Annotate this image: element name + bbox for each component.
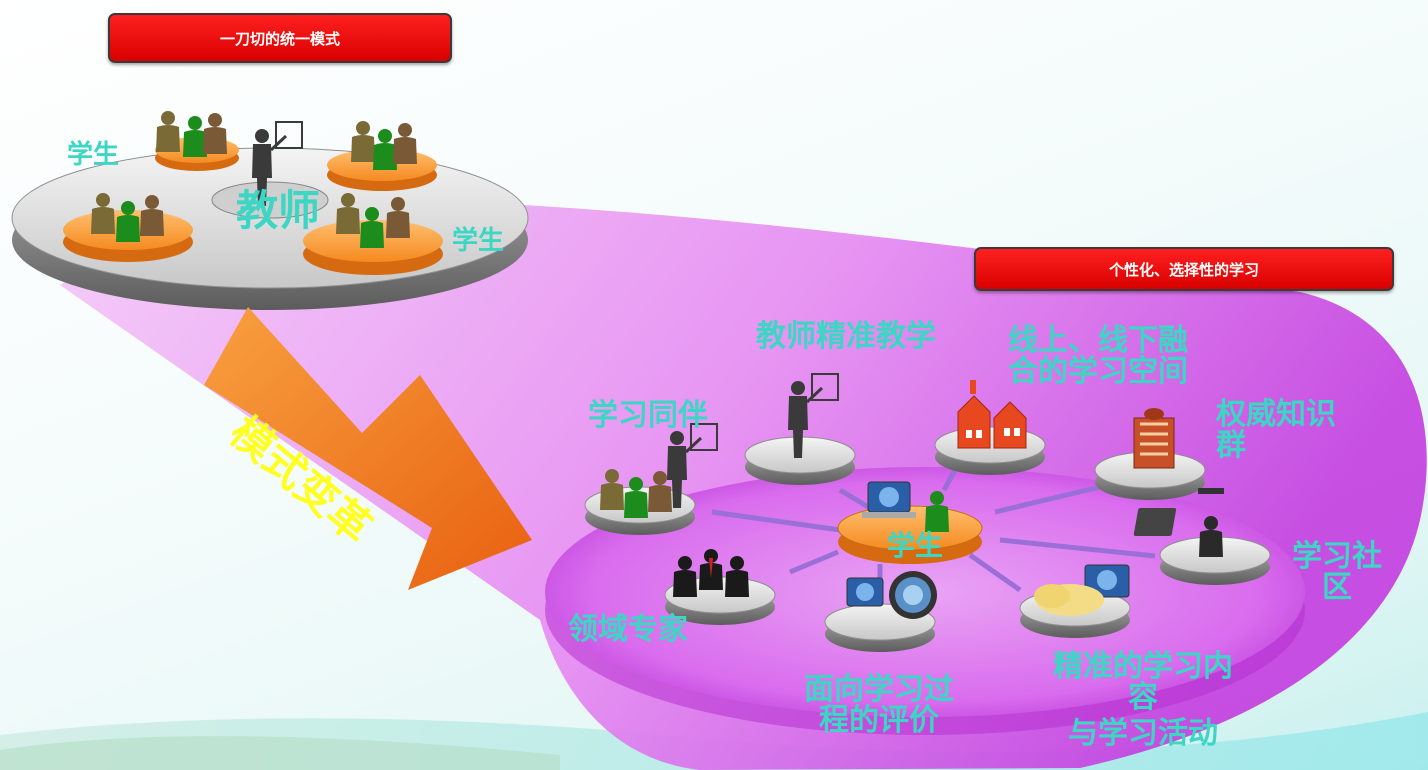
- content-label-line3: 与学习活动: [1068, 716, 1218, 752]
- learning-space-label-line1: 线上、线下融: [1008, 323, 1188, 358]
- authority-label: 权威知识 群: [1216, 397, 1336, 463]
- authority-label-line2: 群: [1216, 427, 1246, 463]
- uniform-platform: [11, 111, 529, 310]
- evaluation-label-line1: 面向学习过: [804, 672, 954, 707]
- community-label-line1: 学习社: [1292, 539, 1382, 574]
- transformation-arrow: [204, 307, 532, 590]
- teacher-precise-label: 教师精准教学: [756, 319, 936, 354]
- evaluation-label: 面向学习过 程的评价: [804, 672, 954, 738]
- learning-space-label: 线上、线下融 合的学习空间: [1008, 323, 1188, 389]
- learning-space-label-line2: 合的学习空间: [1008, 353, 1188, 389]
- student-label: 学生: [452, 226, 505, 256]
- hacker-laptop-icon: [1133, 488, 1224, 557]
- content-label-line1: 精准的学习内: [1053, 649, 1233, 684]
- building-icon: [1133, 408, 1175, 469]
- experts-label: 领域专家: [568, 612, 688, 647]
- cloud-globe-icon: [1034, 564, 1130, 616]
- uniform-mode-header: 一刀切的统一模式: [108, 13, 452, 63]
- authority-label-line1: 权威知识: [1216, 397, 1336, 432]
- school-icon: [957, 380, 1027, 449]
- center-student-label: 学生: [887, 529, 944, 562]
- laptop-globe-icon: [862, 481, 916, 518]
- expert-group-icon: [673, 549, 749, 597]
- community-label-line2: 区: [1322, 569, 1352, 605]
- content-label-line2: 容: [1128, 679, 1158, 715]
- content-label: 精准的学习内 容 与学习活动: [1048, 649, 1238, 752]
- peers-label: 学习同伴: [588, 398, 708, 433]
- globe-porthole-icon: [889, 571, 937, 619]
- community-label: 学习社 区: [1292, 539, 1382, 605]
- student-group-icon: [156, 111, 227, 157]
- teacher-label: 教师: [236, 186, 321, 235]
- laptop-globe-icon: [846, 577, 884, 607]
- personalized-learning-header: 个性化、选择性的学习: [974, 247, 1394, 291]
- evaluation-label-line2: 程的评价: [819, 702, 939, 738]
- student-label: 学生: [67, 140, 120, 170]
